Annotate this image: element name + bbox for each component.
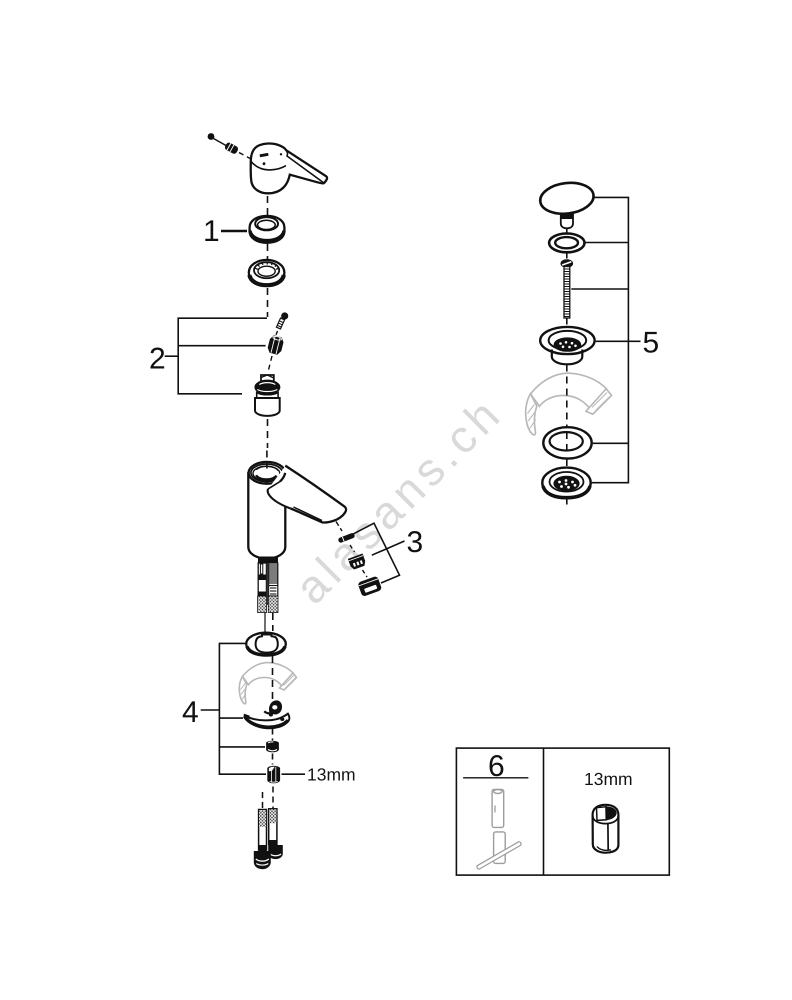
svg-text:1: 1 [203,215,220,248]
svg-text:3: 3 [406,526,423,559]
svg-text:13mm: 13mm [307,764,356,784]
svg-text:13mm: 13mm [584,769,633,789]
svg-text:4: 4 [182,696,199,729]
svg-text:5: 5 [642,326,659,359]
svg-text:6: 6 [488,750,505,783]
svg-text:2: 2 [149,342,166,375]
